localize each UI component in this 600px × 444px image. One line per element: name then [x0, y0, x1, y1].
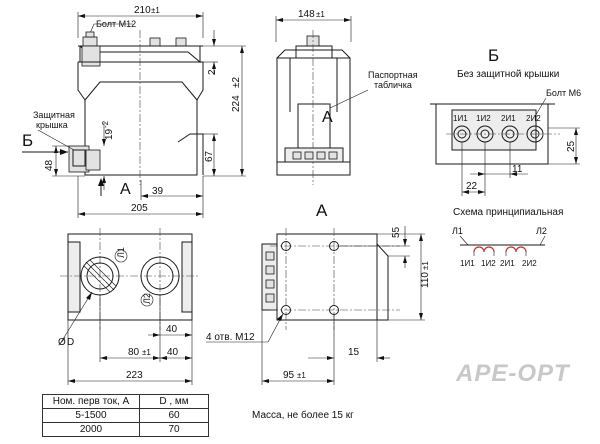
dim-22: 22 — [466, 181, 478, 192]
detail-b: Б Без защитной крышки Болт М6 1И1 1И2 2И… — [430, 46, 581, 196]
watermark-logo: APE-OPT — [456, 360, 570, 387]
dim-210-tolerance: ±1 — [151, 6, 160, 15]
schematic-2i2: 2И2 — [522, 259, 537, 268]
dim-110: 110 — [420, 272, 431, 288]
dim-210: 210 — [134, 5, 151, 16]
dim-25: 25 — [566, 140, 577, 152]
dim-40-upper: 40 — [166, 324, 178, 335]
view-a-marker: А — [120, 181, 131, 198]
table-cell-diameter: 60 — [139, 408, 209, 423]
view-a: А 55 110 ±1 4 отв. М12 — [206, 201, 431, 385]
dim-40-lower: 40 — [167, 347, 179, 358]
schematic-1i1: 1И1 — [460, 259, 475, 268]
front-a-label: А — [322, 109, 333, 126]
dim-39: 39 — [152, 186, 164, 197]
dim-15: 15 — [348, 347, 360, 358]
schematic-l2: Л2 — [536, 226, 547, 236]
table-header-row: Ном. перв ток, А D , мм — [42, 394, 209, 409]
dim-148: 148 — [298, 9, 315, 20]
dim-110-tolerance: ±1 — [421, 261, 430, 270]
holes-label: 4 отв. М12 — [206, 332, 255, 343]
plan-mark-l1: Л1 — [116, 247, 126, 258]
plan-mark-l2: Л2 — [142, 293, 152, 304]
terminal-2i2: 2И2 — [526, 114, 541, 123]
dim-48: 48 — [44, 159, 55, 171]
schematic-title: Схема принципиальная — [453, 207, 563, 218]
mass-note: Масса, не более 15 кг — [252, 410, 354, 421]
table-row: 2000 70 — [42, 422, 209, 437]
table-cell-current: 5-1500 — [42, 408, 140, 423]
dim-95-tolerance: ±1 — [297, 371, 306, 380]
current-diameter-table: Ном. перв ток, А D , мм 5-1500 60 2000 7… — [42, 394, 209, 437]
front-view: 148 ±1 А Паспортная табличка — [275, 9, 418, 185]
dim-205: 205 — [131, 203, 148, 214]
schematic-2i1: 2И1 — [500, 259, 515, 268]
dim-11: 11 — [512, 164, 523, 175]
terminal-2i1: 2И1 — [501, 114, 516, 123]
dim-55: 55 — [391, 226, 402, 238]
dim-19-tolerance: -2 — [101, 120, 110, 128]
dim-95: 95 — [283, 370, 295, 381]
plan-view: Л1 Л2 Ø D 40 80 ±1 40 223 — [58, 228, 200, 385]
schematic-1i2: 1И2 — [481, 259, 496, 268]
dim-67: 67 — [204, 150, 215, 162]
table-cell-current: 2000 — [42, 422, 140, 437]
dim-148-tolerance: ±1 — [316, 10, 325, 19]
bolt-m6-label: Болт М6 — [546, 88, 581, 98]
table-header-current: Ном. перв ток, А — [42, 394, 140, 409]
terminal-1i2: 1И2 — [476, 114, 491, 123]
side-view: 210 ±1 Болт М12 Защитная крышка Б — [22, 5, 246, 218]
detail-b-title: Б — [488, 46, 499, 65]
detail-b-subtitle: Без защитной крышки — [457, 69, 559, 80]
dim-2: 2 — [207, 69, 218, 75]
dim-diameter-symbol: Ø — [58, 337, 66, 348]
passport-plate-label-2: табличка — [374, 80, 412, 90]
table-cell-diameter: 70 — [139, 422, 209, 437]
view-a-title: А — [316, 201, 328, 220]
schematic-l1: Л1 — [452, 226, 463, 236]
protective-cover-label-1: Защитная — [33, 110, 75, 120]
dim-diameter: D — [67, 337, 74, 348]
schematic: Схема принципиальная Л1 Л2 1И1 1И2 2И1 2… — [452, 207, 563, 268]
terminal-1i1: 1И1 — [453, 114, 468, 123]
passport-plate-label-1: Паспортная — [368, 70, 418, 80]
dim-80-tolerance: ±1 — [142, 348, 151, 357]
section-b-label: Б — [22, 131, 33, 150]
dim-19: 19 — [104, 128, 115, 140]
table-header-diameter: D , мм — [139, 394, 209, 409]
dim-80: 80 — [128, 347, 140, 358]
dim-224-tolerance: ±2 — [231, 77, 242, 88]
table-row: 5-1500 60 — [42, 408, 209, 423]
dim-223: 223 — [126, 370, 143, 381]
protective-cover-label-2: крышка — [36, 120, 68, 130]
dim-224: 224 — [231, 95, 242, 112]
